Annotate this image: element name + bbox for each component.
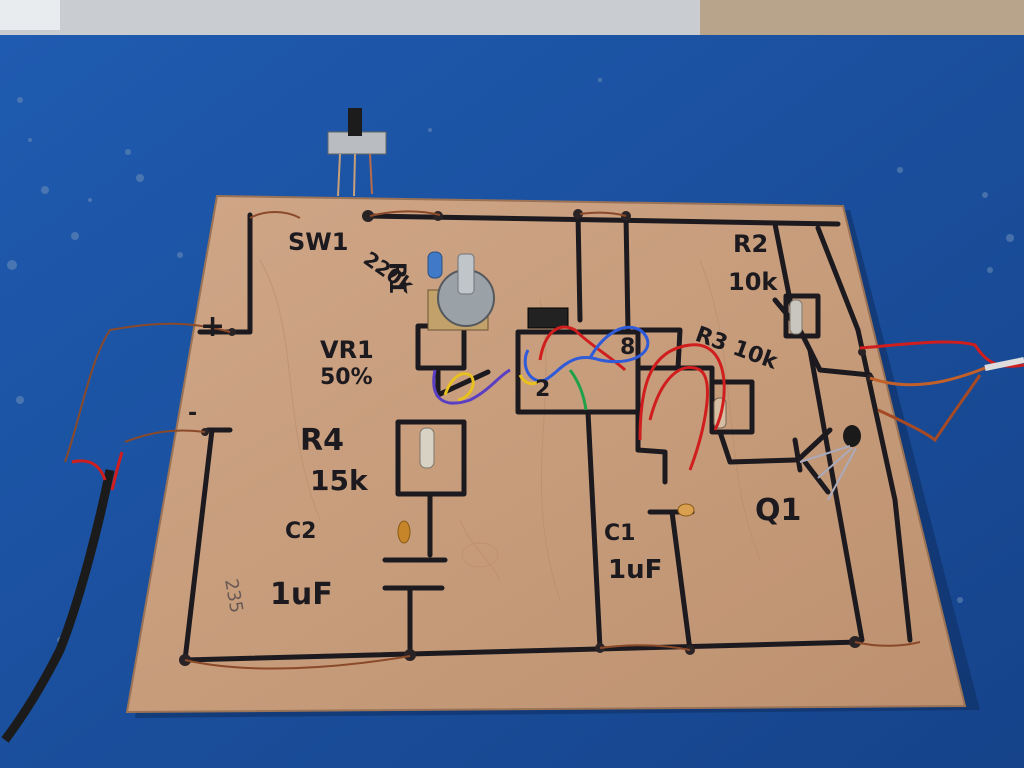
label-q1: Q1 (755, 493, 801, 528)
label-c2: C2 (285, 519, 316, 544)
label-r4: R4 (300, 423, 344, 458)
wood-grain (259, 259, 761, 601)
label-sw1: SW1 (288, 228, 348, 256)
label-vr1-value: 50% (320, 365, 373, 390)
label-vr1: VR1 (320, 336, 374, 364)
label-c1-value: 1uF (608, 555, 662, 585)
resistor-r1 (427, 251, 443, 279)
label-r1: R1 (384, 262, 409, 294)
label-r2-value: 10k (728, 268, 778, 296)
ic-chip (527, 307, 569, 329)
battery-lead (1, 451, 124, 743)
schematic-traces (182, 211, 913, 663)
label-r4-value: 15k (310, 464, 369, 497)
table-paint-chips (7, 78, 1014, 643)
resistor-r4 (419, 427, 435, 469)
label-c1: C1 (604, 521, 635, 546)
transistor-q1 (799, 425, 861, 501)
plywood-board (125, 194, 967, 714)
capacitor-c2 (397, 520, 411, 544)
label-ic-pin-right: 8 (620, 335, 635, 360)
label-minus: - (188, 401, 197, 426)
light-patch (0, 0, 60, 30)
capacitor-c1 (677, 503, 695, 517)
slide-switch (327, 108, 387, 197)
output-leads (859, 340, 1024, 443)
jumper-wires (432, 325, 726, 471)
label-c2-value: 1uF (270, 577, 333, 612)
label-ic-pin-left: 2 (535, 377, 550, 402)
copper-wires (64, 210, 921, 670)
potentiometer-vr1 (427, 253, 495, 331)
label-plus: + (200, 309, 225, 344)
resistor-r2 (789, 299, 803, 335)
label-r2: R2 (733, 230, 768, 258)
